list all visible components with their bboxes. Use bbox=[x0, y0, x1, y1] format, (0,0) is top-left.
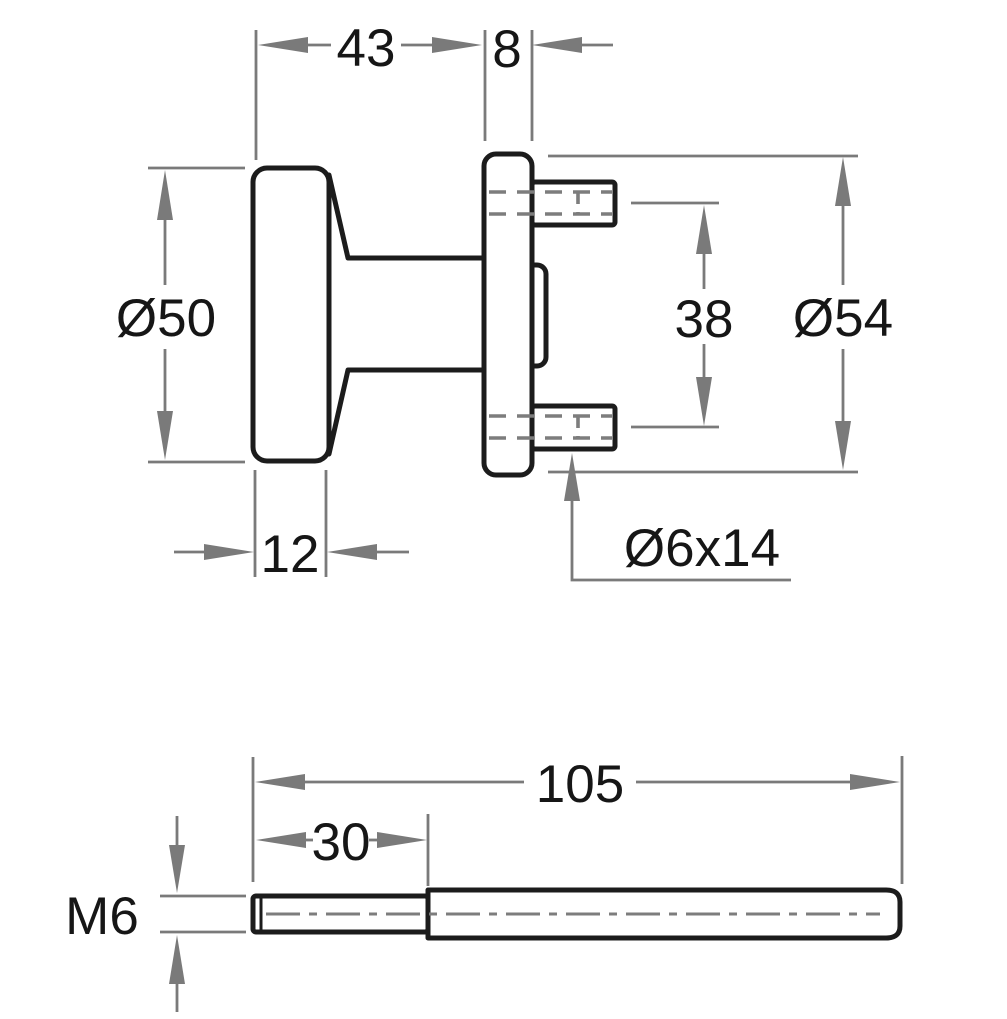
view-spindle: 105 30 M6 bbox=[65, 755, 904, 1012]
pin-hidden-lines bbox=[489, 190, 612, 440]
dim-label-8: 8 bbox=[492, 20, 521, 79]
callout-pin-size: Ø6x14 bbox=[564, 453, 791, 582]
dim-knob-face-thickness: 12 bbox=[174, 470, 409, 584]
view-knob-side: 43 8 Ø50 38 bbox=[116, 19, 893, 584]
dim-rose-thickness: 8 bbox=[492, 20, 613, 141]
dim-thread-size: M6 bbox=[65, 816, 246, 1012]
dim-label-38: 38 bbox=[675, 290, 734, 349]
dim-label-105: 105 bbox=[536, 755, 624, 814]
knob-face-outline bbox=[250, 165, 332, 464]
knob-neck-outline bbox=[326, 172, 487, 457]
dim-label-d54: Ø54 bbox=[793, 289, 893, 348]
dim-hole-spacing: 38 bbox=[631, 201, 734, 429]
pin-top-outline bbox=[529, 179, 618, 228]
spindle-body-outline bbox=[425, 887, 903, 941]
dim-rose-diameter: Ø54 bbox=[548, 154, 893, 474]
dim-thread-length: 30 bbox=[256, 813, 430, 886]
dim-label-12: 12 bbox=[261, 525, 320, 584]
dim-spindle-length: 105 bbox=[251, 755, 904, 884]
dim-label-30: 30 bbox=[312, 813, 371, 872]
dim-label-m6: M6 bbox=[65, 887, 139, 946]
dim-knob-depth: 43 bbox=[254, 19, 487, 160]
dim-knob-diameter: Ø50 bbox=[116, 166, 245, 464]
rose-plate-outline bbox=[481, 151, 535, 478]
pin-bottom-outline bbox=[529, 403, 618, 452]
dim-label-d50: Ø50 bbox=[116, 289, 216, 348]
dim-label-43: 43 bbox=[337, 19, 396, 78]
dim-label-d6x14: Ø6x14 bbox=[624, 519, 780, 578]
